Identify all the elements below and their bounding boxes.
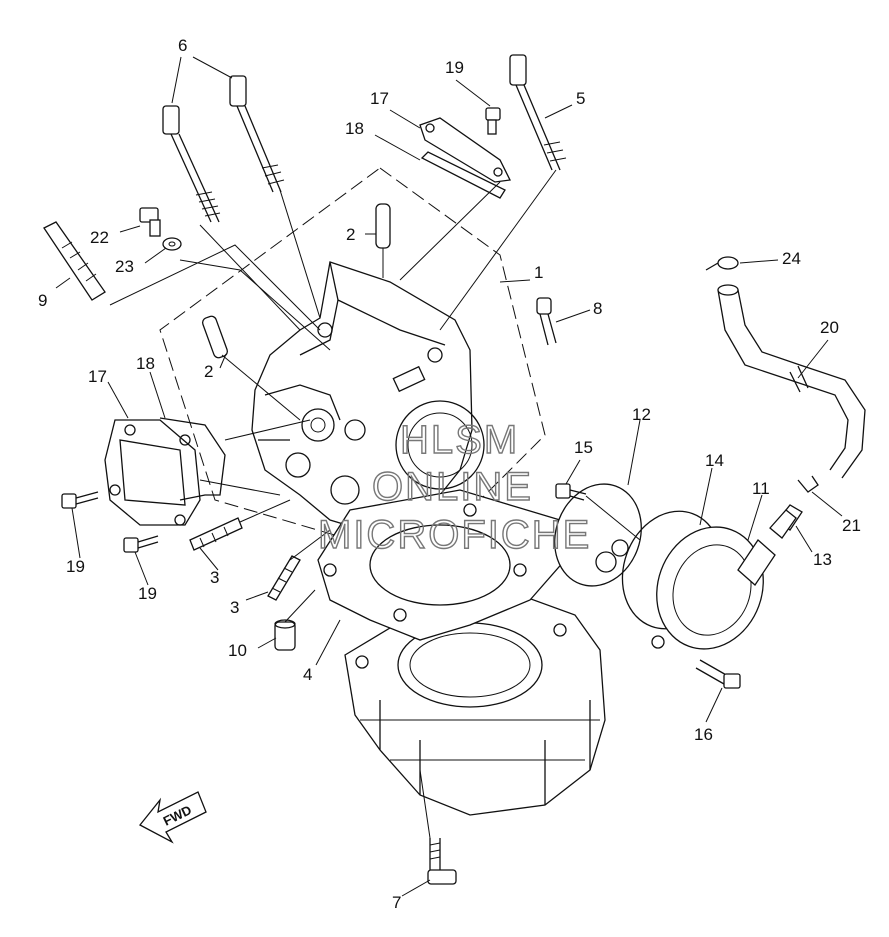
bolt-16[interactable] [695,659,741,689]
callout-18: 18 [136,354,155,373]
head-bolt-6a[interactable] [162,105,221,223]
callout-20: 20 [820,318,839,337]
hose-clip-24[interactable] [705,256,739,271]
bolt-8[interactable] [536,297,557,346]
callout-17: 17 [88,367,107,386]
callout-13: 13 [813,550,832,569]
top-cover-plate[interactable] [419,117,511,183]
bolt-22[interactable] [139,207,161,237]
cylinder-block[interactable] [344,594,606,816]
valve-cover[interactable] [104,419,201,526]
bolt-19-left-a[interactable] [61,491,99,509]
callout-10: 10 [228,641,247,660]
callout-11: 11 [752,479,770,498]
stud-3b[interactable] [267,555,301,601]
callout-24: 24 [782,249,801,268]
callout-3: 3 [210,568,219,587]
hose-fitting-13[interactable] [769,504,803,539]
top-cover-gasket[interactable] [420,151,506,199]
callout-14: 14 [705,451,724,470]
callout-22: 22 [90,228,109,247]
callout-19: 19 [138,584,157,603]
callout-4: 4 [303,665,312,684]
svg-text:ONLINE: ONLINE [372,465,533,509]
callout-3: 3 [230,598,239,617]
callout-12: 12 [632,405,651,424]
callout-2: 2 [346,225,355,244]
callout-labels: 6 19 5 17 18 2 22 23 9 1 24 20 8 2 17 18… [38,36,861,912]
watermark: HLSM ONLINE MICROFICHE [317,417,591,557]
cylinder-head-gasket[interactable] [317,489,566,641]
spark-plug[interactable] [43,221,106,301]
svg-text:HLSM: HLSM [400,418,519,462]
callout-9: 9 [38,291,47,310]
dowel-pin-2a[interactable] [375,203,391,249]
callout-21: 21 [842,516,861,535]
thermostat-plate[interactable] [541,472,656,598]
callout-17: 17 [370,89,389,108]
head-bolt-6b[interactable] [229,75,285,193]
callout-23: 23 [115,257,134,276]
callout-1: 1 [534,263,543,282]
callout-7: 7 [392,893,401,912]
thermostat-cover[interactable] [640,512,780,664]
dowel-pin-2b[interactable] [201,315,229,359]
valve-cover-gasket[interactable] [159,417,226,501]
bolt-19-top[interactable] [485,107,501,135]
coolant-hose[interactable] [717,284,866,479]
washer-23[interactable] [162,237,182,251]
head-bolt-5[interactable] [509,54,567,171]
callout-6: 6 [178,36,187,55]
bolt-19-left-b[interactable] [123,535,159,553]
callout-19: 19 [66,557,85,576]
hose-clip-21[interactable] [797,475,819,493]
dowel-10[interactable] [274,619,296,651]
callout-19: 19 [445,58,464,77]
callout-8: 8 [593,299,602,318]
bolt-7[interactable] [427,838,457,885]
callout-15: 15 [574,438,593,457]
callout-2: 2 [204,362,213,381]
leader-lines [55,56,843,897]
cylinder-head[interactable] [251,261,485,536]
bolt-15[interactable] [555,483,587,501]
callout-16: 16 [694,725,713,744]
stud-3a[interactable] [189,517,243,551]
callout-5: 5 [576,89,585,108]
svg-text:MICROFICHE: MICROFICHE [318,513,591,557]
callout-18: 18 [345,119,364,138]
forward-direction-arrow: FWD [139,791,207,844]
